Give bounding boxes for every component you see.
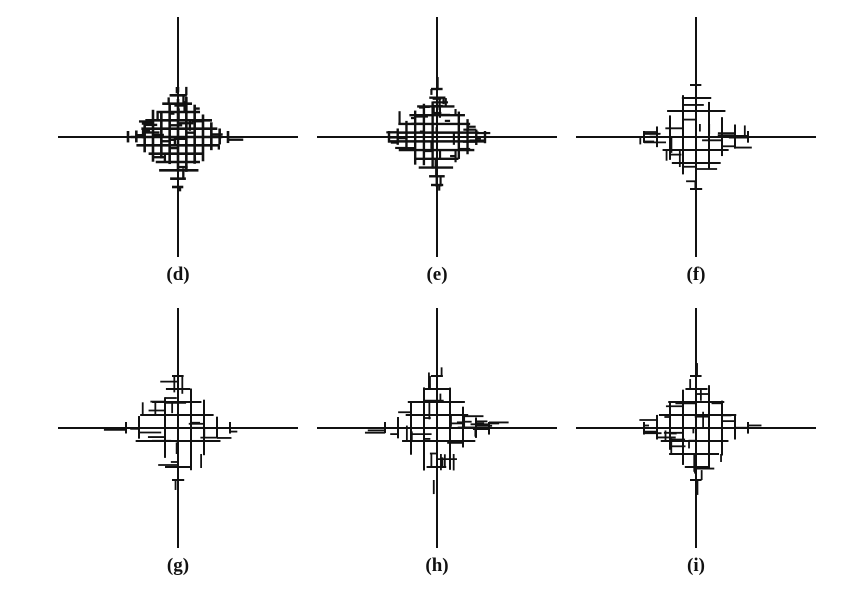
panel-i: (i) bbox=[576, 308, 816, 576]
panel-h: (h) bbox=[317, 308, 557, 576]
panel-f-label: (f) bbox=[687, 264, 706, 285]
panel-g: (g) bbox=[58, 308, 298, 576]
panel-f: (f) bbox=[576, 17, 816, 285]
panel-e-label: (e) bbox=[426, 264, 447, 285]
panel-d-label: (d) bbox=[166, 264, 189, 285]
panel-d: (d) bbox=[58, 17, 298, 285]
panel-h-label: (h) bbox=[425, 555, 448, 576]
panel-g-label: (g) bbox=[167, 555, 189, 576]
panel-i-label: (i) bbox=[687, 555, 705, 576]
panel-e: (e) bbox=[317, 17, 557, 285]
